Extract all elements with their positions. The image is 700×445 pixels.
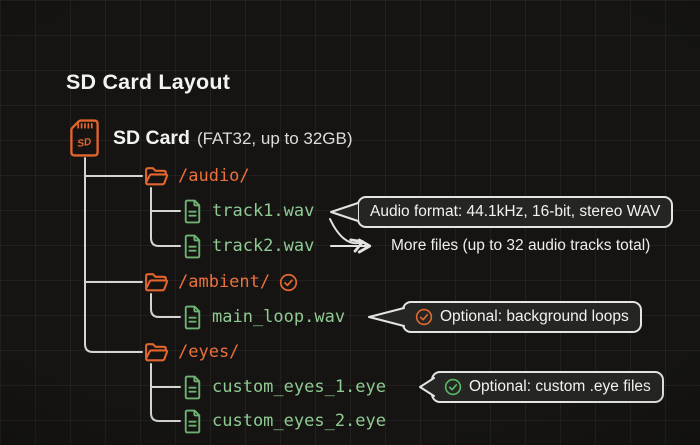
folder-open-icon xyxy=(145,166,169,185)
folder-label-audio: /audio/ xyxy=(178,166,250,186)
file-icon xyxy=(184,305,201,329)
root-label: SD Card xyxy=(113,126,190,149)
folder-open-icon xyxy=(145,272,169,291)
tree-node-eyes-folder: /eyes/ xyxy=(144,338,239,366)
note-more-files: More files (up to 32 audio tracks total) xyxy=(391,237,651,254)
root-detail: (FAT32, up to 32GB) xyxy=(196,128,353,148)
callout-audio-format: Audio format: 44.1kHz, 16-bit, stereo WA… xyxy=(357,196,674,228)
callout-ambient-optional: Optional: background loops xyxy=(402,301,642,333)
callout-eyes-text: Optional: custom .eye files xyxy=(469,378,651,395)
callout-eyes-optional: Optional: custom .eye files xyxy=(431,371,664,403)
file-label-main-loop: main_loop.wav xyxy=(212,307,346,327)
tree-node-track2: track2.wav xyxy=(182,232,314,260)
file-label-custom-eyes-2: custom_eyes_2.eye xyxy=(212,411,386,431)
folder-open-icon xyxy=(145,342,169,361)
file-label-track2: track2.wav xyxy=(212,236,315,256)
file-label-custom-eyes-1: custom_eyes_1.eye xyxy=(212,377,386,397)
file-icon xyxy=(184,409,201,433)
tree-node-sd-card: SD SD Card (FAT32, up to 32GB) xyxy=(68,117,353,159)
check-circle-icon xyxy=(279,273,298,291)
check-circle-icon xyxy=(444,378,462,396)
file-label-track1: track1.wav xyxy=(212,201,315,221)
file-icon xyxy=(184,199,201,223)
tree-node-track1: track1.wav xyxy=(182,197,314,225)
callout-tails xyxy=(330,202,435,397)
sd-card-icon: SD xyxy=(70,119,99,157)
callout-ambient-text: Optional: background loops xyxy=(440,308,629,325)
check-circle-icon xyxy=(415,308,433,326)
tree-node-ambient-folder: /ambient/ xyxy=(144,268,298,296)
folder-label-ambient: /ambient/ xyxy=(178,272,271,292)
tree-node-main-loop: main_loop.wav xyxy=(182,303,345,331)
folder-label-eyes: /eyes/ xyxy=(178,342,240,362)
callout-audio-format-text: Audio format: 44.1kHz, 16-bit, stereo WA… xyxy=(370,203,661,220)
tree-node-custom-eyes-2: custom_eyes_2.eye xyxy=(182,407,386,435)
file-icon xyxy=(184,234,201,258)
page-title: SD Card Layout xyxy=(66,70,231,94)
tree-node-custom-eyes-1: custom_eyes_1.eye xyxy=(182,373,386,401)
file-icon xyxy=(184,375,201,399)
svg-text:SD: SD xyxy=(76,137,92,150)
tree-node-audio-folder: /audio/ xyxy=(144,162,250,190)
